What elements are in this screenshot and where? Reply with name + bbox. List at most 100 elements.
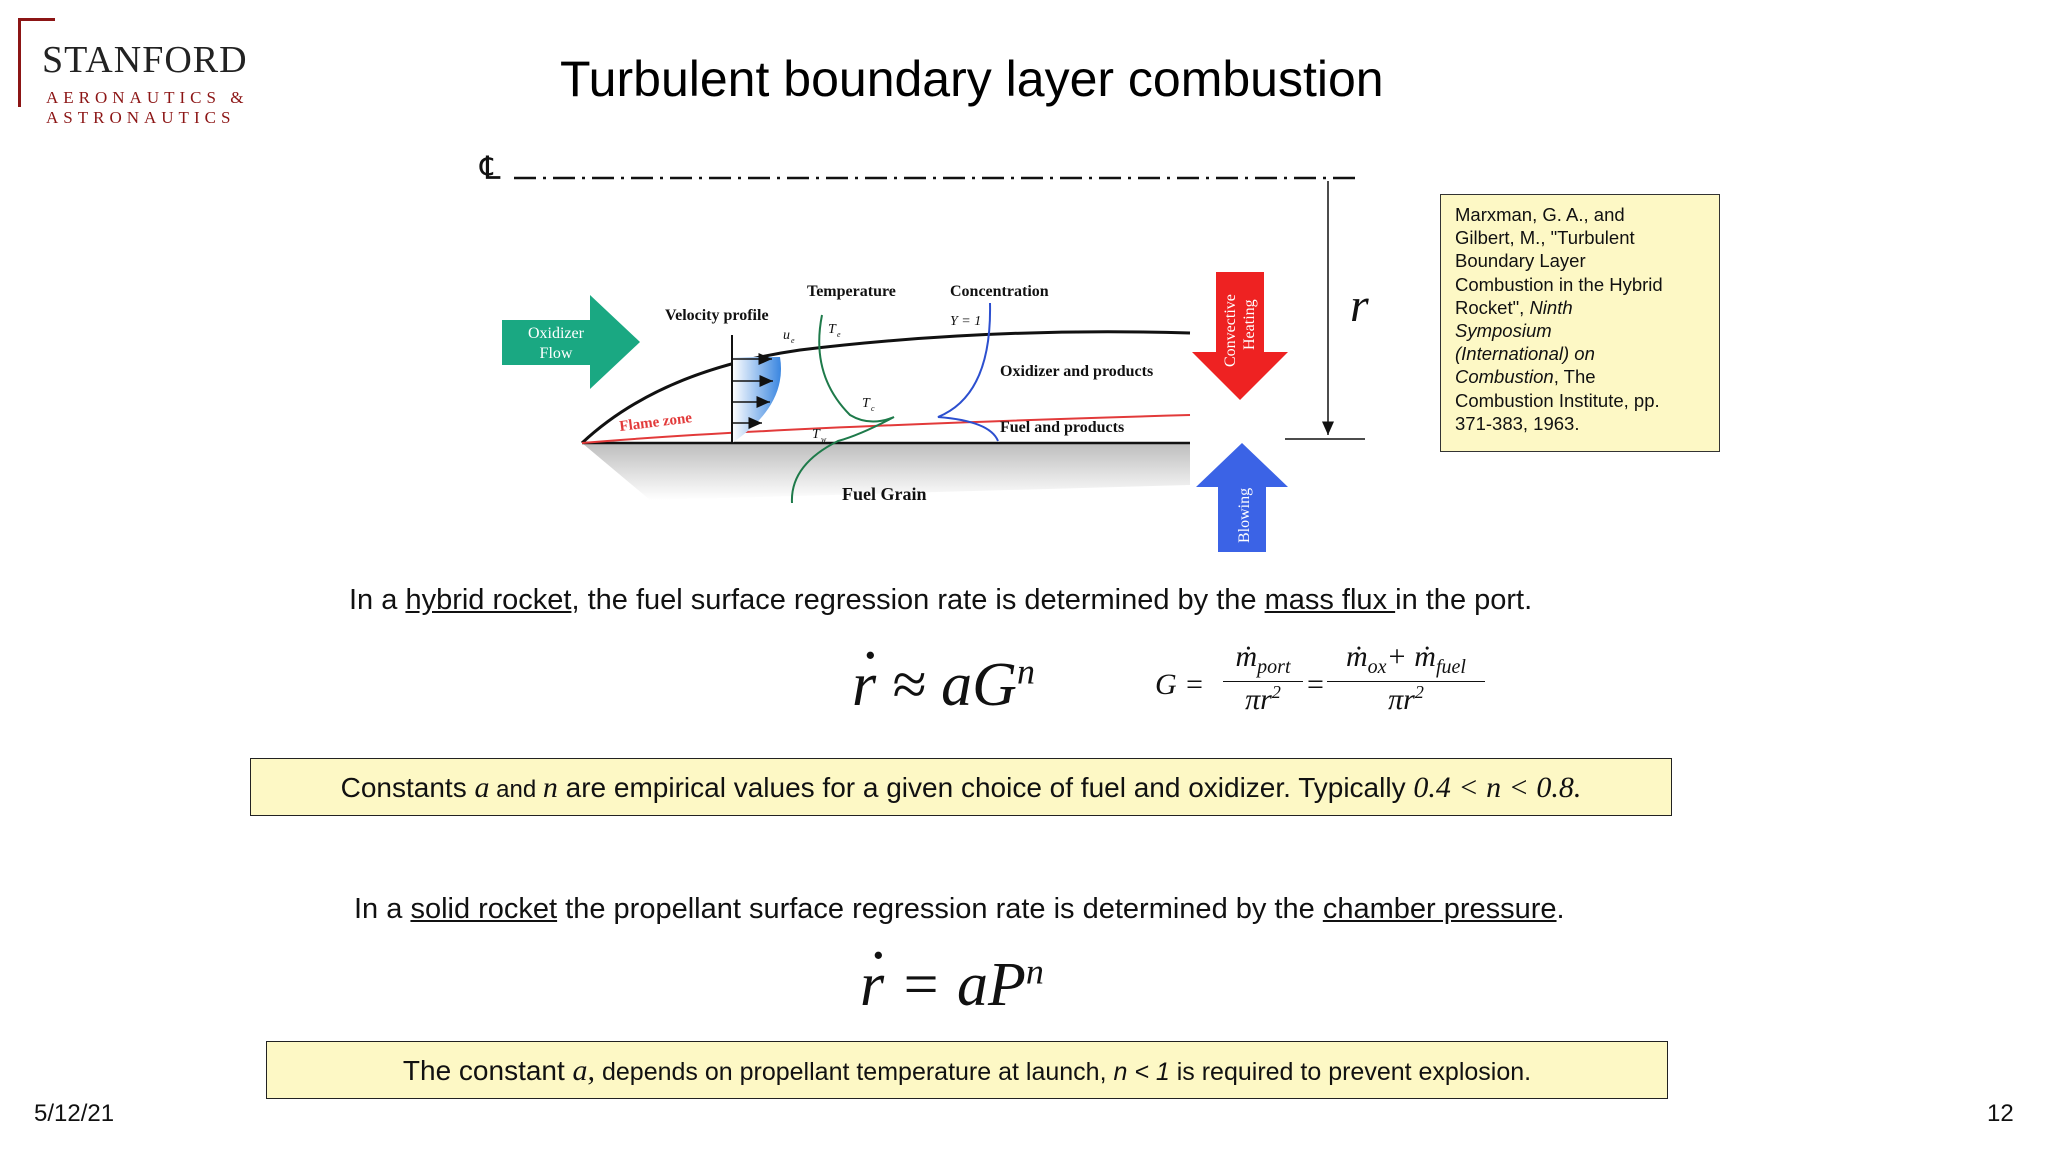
mass-flux-link[interactable]: mass flux: [1264, 584, 1396, 616]
explosion-constraint-box: The constant a, depends on propellant te…: [266, 1041, 1668, 1099]
ox-subscript: ox: [1367, 656, 1387, 678]
slide-date: 5/12/21: [34, 1100, 115, 1127]
reference-line: Combustion Institute, pp.: [1455, 389, 1660, 411]
reference-line: Boundary Layer: [1455, 250, 1586, 272]
exponent-n: n: [1025, 951, 1044, 992]
dot-accent: ·: [868, 922, 889, 990]
r-symbol: r: [852, 651, 877, 719]
box-text: The constant a, depends on propellant te…: [267, 1054, 1667, 1088]
exponent-n: n: [1016, 651, 1035, 692]
squared: 2: [1271, 682, 1281, 702]
sentence-text: in the port.: [1395, 584, 1533, 616]
reference-line: Rocket", Ninth: [1455, 296, 1705, 319]
blowing-arrow: [1196, 443, 1288, 552]
fraction-2: ṁox+ ṁfuel πr2: [1327, 640, 1485, 717]
hybrid-regression-equation: r· ≈ aGn: [852, 622, 1035, 721]
m-dot: ṁ: [1346, 640, 1368, 673]
constant-a: a: [474, 771, 490, 804]
sentence-text: In a: [354, 893, 411, 925]
hybrid-rocket-link[interactable]: hybrid rocket: [405, 584, 572, 616]
reference-text: , The: [1553, 366, 1596, 388]
flame-zone-line: [581, 414, 1191, 444]
constant-n: n: [542, 771, 558, 804]
reference-italic: Ninth: [1529, 296, 1573, 318]
y-equals-label: Y = 1: [950, 314, 981, 329]
fuel-products-label: Fuel and products: [1000, 419, 1124, 436]
sentence-text: In a: [349, 584, 406, 616]
radius-label: r: [1350, 279, 1369, 332]
stanford-logo: STANFORD AERONAUTICS & ASTRONAUTICS: [12, 12, 252, 127]
temperature-label: Temperature: [807, 283, 896, 300]
fraction-1: ṁport πr2: [1223, 640, 1303, 717]
G-equals: G =: [1155, 668, 1205, 701]
oxidizer-arrow-label-2: Flow: [540, 345, 573, 362]
plus-m-dot: + ṁ: [1386, 640, 1436, 673]
chamber-pressure-link[interactable]: chamber pressure: [1322, 893, 1557, 925]
boundary-layer-diagram: ℄ r Flame zone Velocity profile u e Temp…: [479, 150, 1369, 552]
blowing-label: Blowing: [1236, 488, 1253, 543]
reference-box: Marxman, G. A., and Gilbert, M., "Turbul…: [1440, 194, 1720, 452]
box-text-part: Constants: [340, 772, 475, 803]
squared: 2: [1414, 682, 1424, 702]
denominator: πr: [1388, 683, 1415, 716]
hybrid-rocket-sentence: In a hybrid rocket, the fuel surface reg…: [349, 584, 1532, 617]
logo-subtitle-1: AERONAUTICS &: [46, 88, 249, 107]
centerline-symbol: ℄: [479, 150, 501, 186]
reference-line: Combustion in the Hybrid: [1455, 273, 1663, 295]
fuel-subscript: fuel: [1435, 656, 1466, 678]
box-text-part: The constant: [402, 1055, 573, 1086]
solid-rocket-sentence: In a solid rocket the propellant surface…: [354, 893, 1565, 926]
velocity-arrows: [732, 353, 773, 429]
slide-title: Turbulent boundary layer combustion: [560, 51, 1384, 107]
reference-italic: (International) on: [1455, 343, 1595, 365]
reference-italic: Symposium: [1455, 320, 1552, 342]
equals-aP: = aP: [899, 951, 1026, 1019]
tw-subscript: w: [821, 435, 827, 444]
equals: =: [1307, 668, 1324, 701]
sentence-text: .: [1556, 893, 1565, 925]
m-dot: ṁ: [1235, 640, 1258, 673]
sentence-text: , the fuel surface regression rate is de…: [571, 584, 1265, 616]
fraction-bar: πr2: [1223, 681, 1303, 717]
constant-a: a,: [572, 1054, 596, 1087]
reference-line: Marxman, G. A., and: [1455, 204, 1625, 225]
denominator: πr: [1245, 683, 1272, 716]
reference-text: Rocket",: [1455, 296, 1530, 318]
reference-line: Gilbert, M., "Turbulent: [1455, 227, 1635, 249]
oxidizer-arrow-label-1: Oxidizer: [528, 325, 585, 342]
approx-aG: ≈ aG: [891, 651, 1017, 719]
ue-label: u: [783, 328, 790, 343]
dot-accent: ·: [860, 622, 881, 690]
numerator: ṁport: [1223, 640, 1303, 679]
n-range: 0.4 < n < 0.8.: [1413, 771, 1582, 804]
velocity-profile-label: Velocity profile: [665, 307, 769, 324]
concentration-label: Concentration: [950, 283, 1049, 300]
logo-bracket: [18, 18, 55, 107]
heating-label-2: Heating: [1241, 299, 1258, 350]
convective-heating-arrow: [1192, 272, 1288, 400]
heating-label-1: Convective: [1222, 294, 1239, 367]
port-subscript: port: [1257, 656, 1291, 678]
reference-italic: Combustion: [1455, 366, 1554, 388]
tc-label: T: [862, 396, 871, 411]
numerator: ṁox+ ṁfuel: [1327, 640, 1485, 679]
box-text-part: are empirical values for a given choice …: [557, 772, 1414, 803]
r-dot: r·: [860, 922, 889, 1019]
logo-subtitle-2: ASTRONAUTICS: [46, 108, 236, 127]
solid-rocket-link[interactable]: solid rocket: [410, 893, 558, 925]
ue-subscript: e: [791, 336, 795, 345]
logo-title: STANFORD: [42, 39, 248, 81]
temperature-curve: [790, 314, 895, 504]
reference-line: Symposium: [1455, 319, 1705, 342]
solid-regression-equation: r· = aPn: [860, 922, 1044, 1021]
r-symbol: r: [860, 951, 885, 1019]
reference-line: (International) on: [1455, 342, 1705, 365]
page-number: 12: [1987, 1100, 2014, 1127]
fraction-bar: πr2: [1327, 681, 1485, 717]
oxidizer-products-label: Oxidizer and products: [1000, 363, 1153, 380]
flame-zone-label: Flame zone: [619, 410, 694, 435]
box-text-part: and: [489, 776, 543, 803]
r-dot: r·: [852, 622, 881, 719]
oxidizer-arrow: [502, 295, 640, 389]
n-condition: n < 1: [1113, 1058, 1170, 1086]
